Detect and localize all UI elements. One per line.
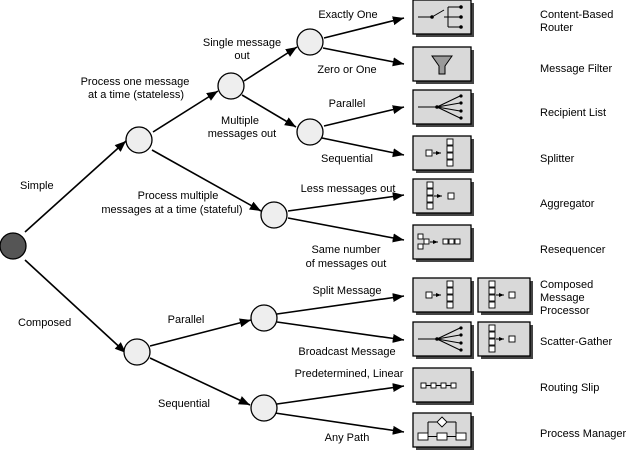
pattern-splitter: Splitter [540, 153, 575, 165]
node-simple [125, 126, 153, 154]
label-one-message-2: at a time (stateless) [88, 89, 184, 101]
label-broadcast-message: Broadcast Message [298, 346, 395, 358]
pattern-routing-slip: Routing Slip [540, 382, 599, 394]
label-multi-message-2: messages at a time (stateful) [101, 204, 242, 216]
label-exactly-one: Exactly One [318, 9, 377, 21]
recipient-list-icon [412, 89, 474, 127]
gather-icon [477, 321, 533, 359]
pattern-composed-processor-3: Processor [540, 305, 590, 317]
scatter-icon [412, 321, 474, 359]
node-multiple-out [296, 118, 324, 146]
label-composed: Composed [18, 317, 71, 329]
pattern-scatter-gather: Scatter-Gather [540, 336, 612, 348]
pattern-composed-processor-2: Message [540, 292, 585, 304]
root-node [0, 232, 27, 260]
tree-nodes [0, 28, 324, 422]
edge-one-message [152, 90, 219, 133]
label-sequential-small: Sequential [321, 153, 373, 165]
pattern-aggregator: Aggregator [540, 198, 595, 210]
edge-multi-message [151, 149, 262, 212]
tree-edges [24, 16, 405, 435]
label-single-out-2: out [234, 50, 249, 62]
node-one-message [217, 72, 245, 100]
label-same-number-1: Same number [311, 244, 380, 256]
edge-exactly-one [323, 16, 405, 39]
filter-icon [412, 46, 474, 84]
node-parallel [250, 304, 278, 332]
pattern-icons [412, 0, 533, 450]
pattern-resequencer: Resequencer [540, 244, 606, 256]
label-single-out-1: Single message [203, 37, 281, 49]
splitter-icon [412, 135, 474, 173]
composed-splitter-icon [412, 277, 474, 315]
edge-simple [24, 140, 127, 233]
label-parallel: Parallel [168, 314, 205, 326]
pattern-process-manager: Process Manager [540, 428, 627, 440]
resequencer-icon [412, 224, 474, 262]
label-same-number-2: of messages out [306, 258, 387, 270]
composed-aggregator-icon [477, 277, 533, 315]
edge-broadcast-message [276, 321, 405, 343]
router-icon [412, 0, 474, 37]
label-sequential: Sequential [158, 398, 210, 410]
aggregator-icon [412, 178, 474, 216]
routing-slip-icon [412, 367, 474, 405]
label-predetermined: Predetermined, Linear [295, 368, 404, 380]
label-simple: Simple [20, 180, 54, 192]
edge-labels: Simple Composed Process one message at a… [18, 9, 404, 444]
node-single-out [296, 28, 324, 56]
edge-multiple-out [241, 94, 297, 128]
label-multiple-out-1: Multiple [221, 115, 259, 127]
process-manager-icon [412, 412, 474, 450]
label-parallel-small: Parallel [329, 98, 366, 110]
edge-single-out [243, 46, 298, 82]
edge-zero-or-one [322, 47, 405, 67]
label-multi-message-1: Process multiple [138, 190, 219, 202]
edge-sequential-small [321, 137, 405, 158]
label-one-message-1: Process one message [81, 76, 190, 88]
label-any-path: Any Path [325, 432, 370, 444]
label-zero-or-one: Zero or One [317, 64, 376, 76]
label-split-message: Split Message [312, 285, 381, 297]
pattern-message-filter: Message Filter [540, 63, 612, 75]
edge-parallel [149, 318, 252, 347]
edge-composed [24, 259, 127, 354]
edge-predetermined [276, 383, 405, 405]
pattern-names: Content-Based Router Message Filter Reci… [540, 9, 627, 440]
edge-parallel-small [323, 105, 405, 127]
node-sequential [250, 394, 278, 422]
edge-same-number [287, 217, 405, 243]
pattern-content-router-1: Content-Based [540, 9, 613, 21]
edge-any-path [274, 412, 405, 435]
node-composed [123, 338, 151, 366]
edge-split-message [276, 293, 405, 315]
edge-less-messages [287, 192, 405, 212]
label-multiple-out-2: messages out [208, 128, 276, 140]
pattern-composed-processor-1: Composed [540, 279, 593, 291]
node-multi-message [260, 201, 288, 229]
label-less-messages: Less messages out [301, 183, 396, 195]
pattern-content-router-2: Router [540, 22, 573, 34]
edge-sequential [149, 357, 251, 406]
pattern-recipient-list: Recipient List [540, 107, 606, 119]
